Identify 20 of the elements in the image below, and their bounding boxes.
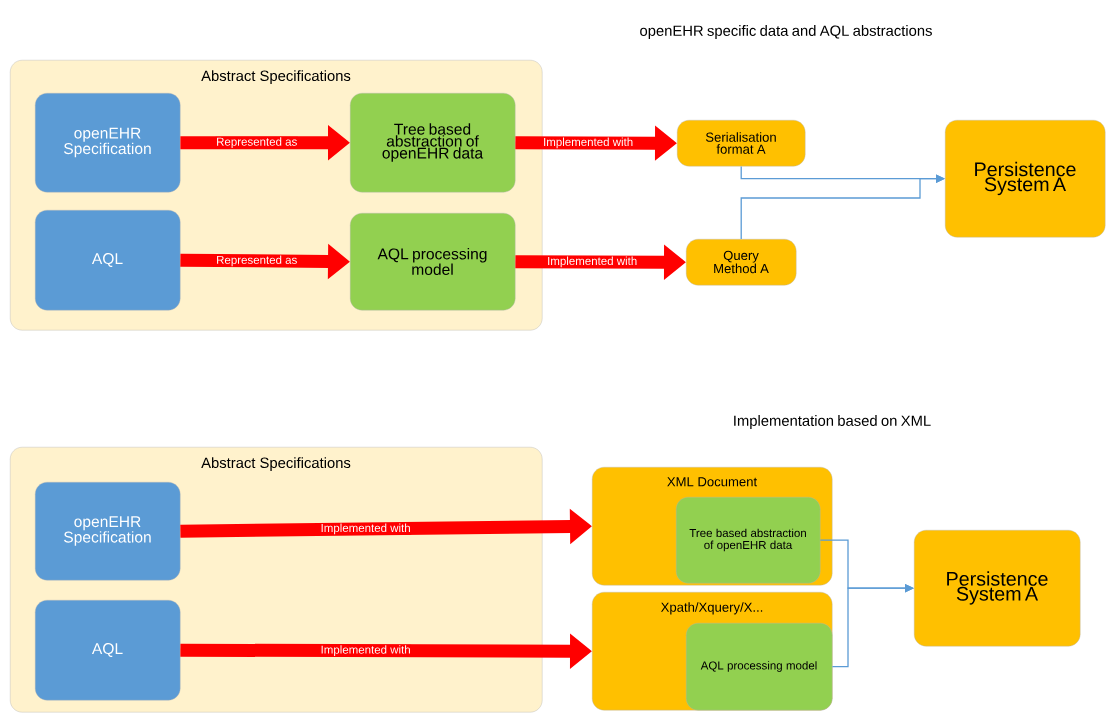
edge-label: Implemented with <box>320 523 412 535</box>
spec-box: AQL <box>35 600 181 701</box>
implementation-box: Serialisation format A <box>677 120 806 167</box>
spec-box: openEHR Specification <box>35 482 181 581</box>
edge-label: Represented as <box>215 255 298 267</box>
model-box: Tree based abstraction of openEHR data <box>350 93 516 193</box>
edge-label: Implemented with <box>542 137 634 149</box>
persistence-box: Persistence System A <box>945 120 1106 238</box>
model-box: AQL processing model <box>686 623 833 711</box>
arrow <box>831 584 914 668</box>
arrow <box>740 174 945 240</box>
model-box: Tree based abstraction of openEHR data <box>676 497 821 584</box>
spec-box: openEHR Specification <box>35 93 181 193</box>
spec-box: AQL <box>35 210 181 311</box>
persistence-box: Persistence System A <box>914 530 1081 647</box>
model-box: AQL processing model <box>350 213 516 311</box>
section-title: Implementation based on XML <box>734 415 931 429</box>
section-title: openEHR specific data and AQL abstractions <box>640 25 932 39</box>
implementation-box: Query Method A <box>686 239 797 286</box>
edge-label: Implemented with <box>546 256 638 268</box>
